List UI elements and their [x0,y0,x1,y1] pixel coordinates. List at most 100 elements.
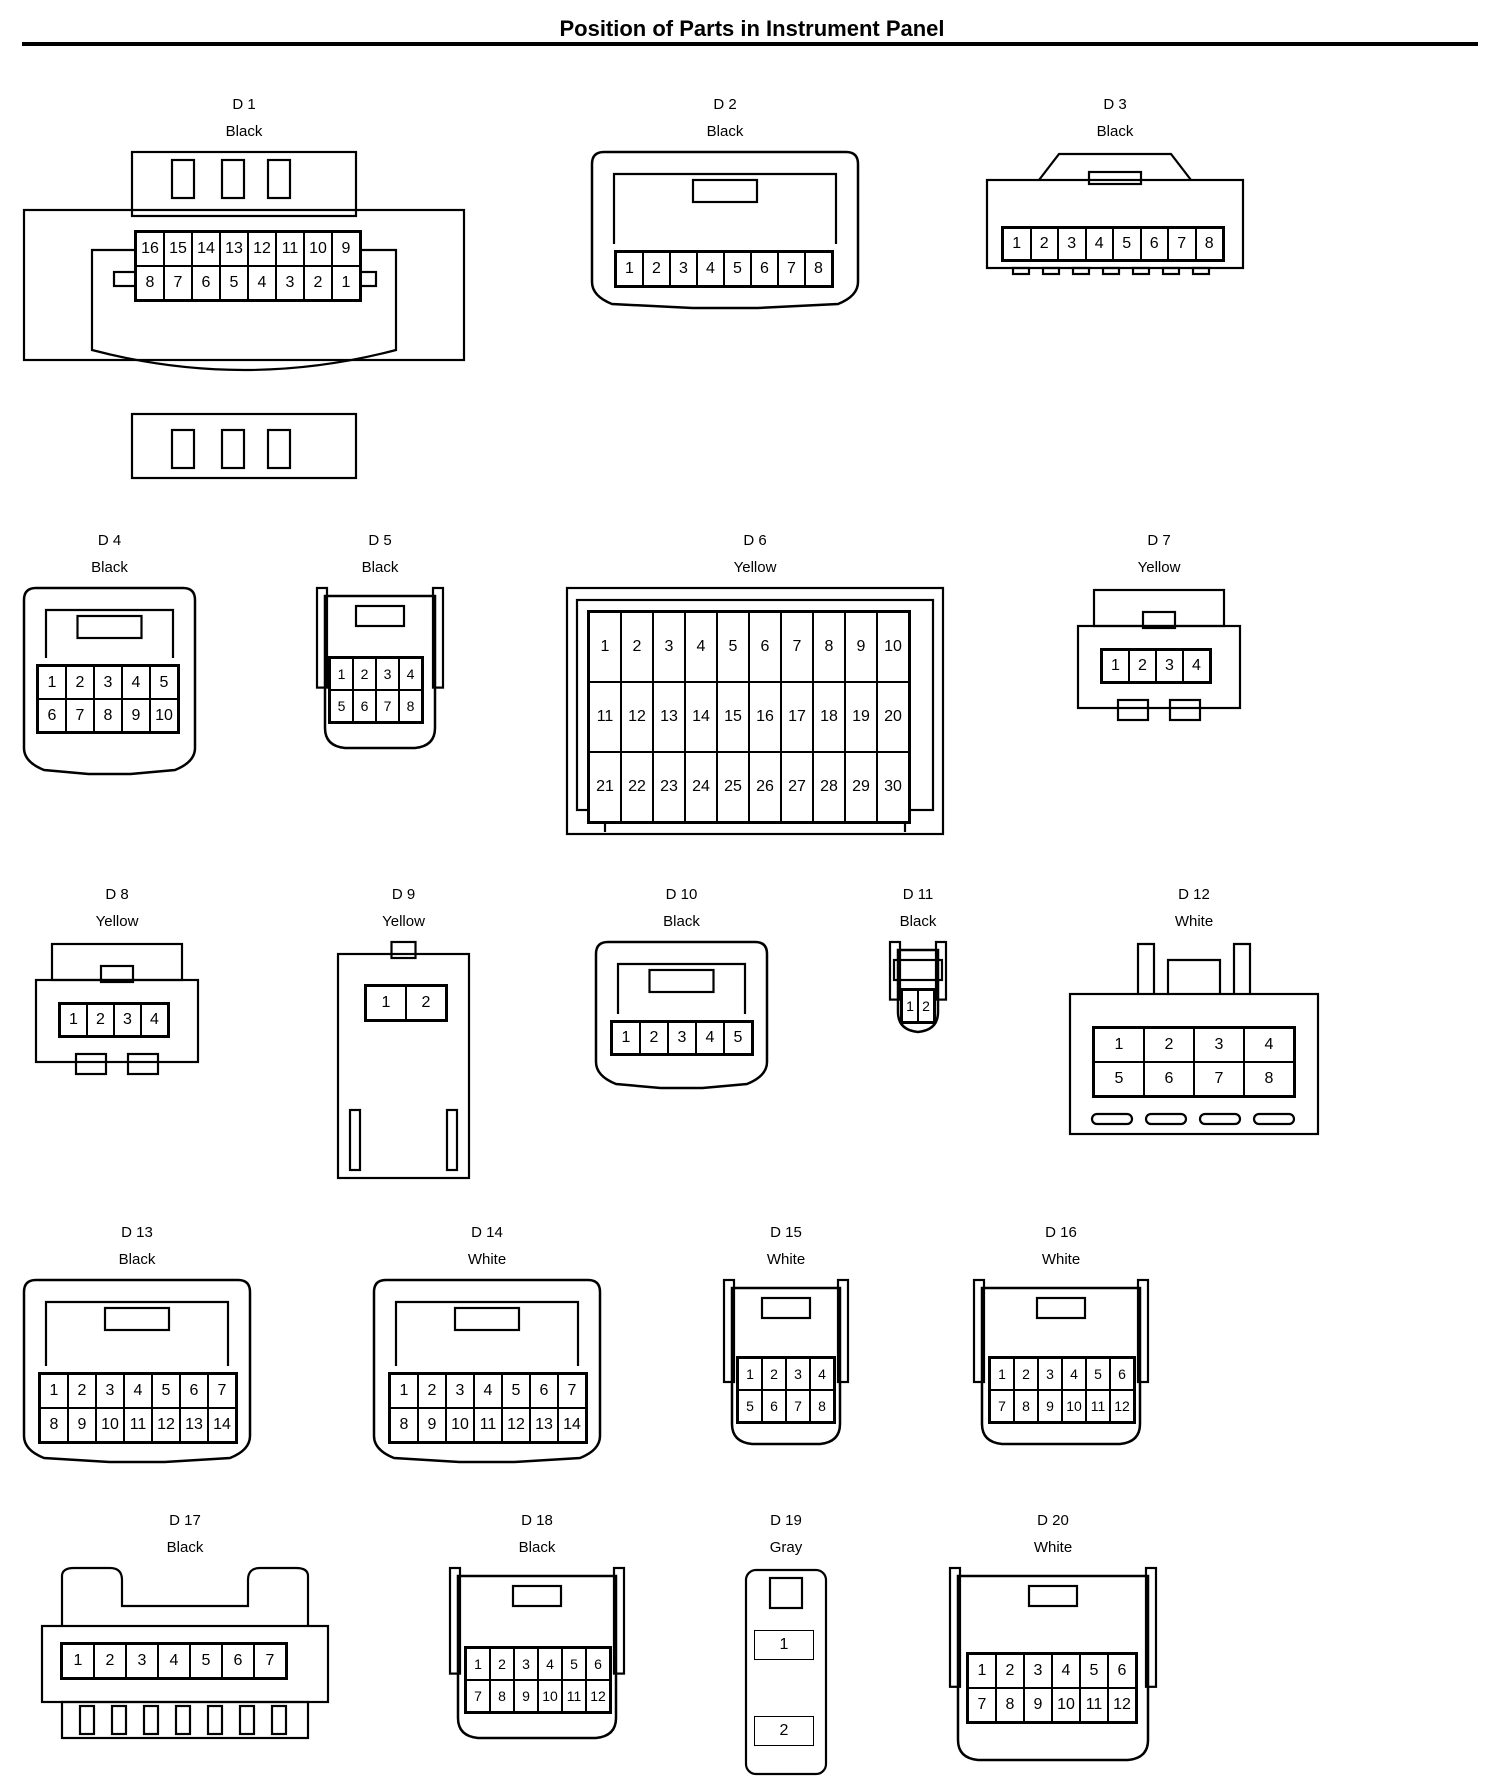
pin-cell: 4 [1244,1028,1294,1062]
pin-cell: 5 [502,1374,530,1408]
pin-cell: 12 [152,1408,180,1442]
pin-cell: 5 [1080,1654,1108,1688]
connector-color: Black [518,1539,556,1556]
connector-color: White [467,1251,507,1268]
pin-cell: 2 [304,266,332,300]
pin-cell: 7 [66,699,94,732]
pin-cell: 3 [376,658,399,690]
page-title: Position of Parts in Instrument Panel [559,16,945,41]
pin-cell: 9 [418,1408,446,1442]
connector-color: Black [899,913,937,930]
connector-color: White [766,1251,806,1268]
pin-cell: 7 [558,1374,586,1408]
pin-cell: 1 [366,986,406,1020]
connector-body-outline [22,586,197,776]
pin-cell: 5 [717,612,749,682]
pin-cell: 17 [781,682,813,752]
pin-cell: 16 [749,682,781,752]
connector-color: White [1041,1251,1081,1268]
pin-cell: 1 [60,1004,87,1036]
pin-cell: 11 [124,1408,152,1442]
pin-cell: 3 [670,252,697,286]
pin-cell: 8 [1244,1062,1294,1096]
connector-body-outline [315,586,445,750]
pin-cell: 4 [122,666,150,699]
pin-cell: 9 [332,232,360,266]
pin-cell: 29 [845,752,877,822]
pin-cell: 12 [502,1408,530,1442]
pin-cell: 8 [390,1408,418,1442]
pin-cell: 5 [220,266,248,300]
connector-id: D 3 [1103,96,1127,113]
pin-cell: 5 [1094,1062,1144,1096]
pin-cell: 3 [126,1644,158,1678]
pin-cell: 3 [1058,228,1086,260]
pin-cell: 8 [805,252,832,286]
pin-cell: 7 [208,1374,236,1408]
pin-cell: 11 [1086,1390,1110,1422]
connector-color: Black [118,1251,156,1268]
connector-color: Black [1096,123,1134,140]
pin-cell: 12 [586,1680,610,1712]
pin-cell: 13 [530,1408,558,1442]
pin-cell: 6 [1140,228,1168,260]
pin-cell: 13 [653,682,685,752]
pin-cell: 7 [466,1680,490,1712]
pin-cell: 6 [353,690,376,722]
pin-cell: 1 [330,658,353,690]
connector-id: D 6 [743,532,767,549]
connector-id: D 8 [105,886,129,903]
pin-cell: 28 [813,752,845,822]
pin-cell: 1 [332,266,360,300]
connector-color: White [1033,1539,1073,1556]
pin-cell: 3 [1156,650,1183,682]
connector-body-outline [448,1566,626,1740]
pin-cell: 6 [222,1644,254,1678]
pin-cell: 12 [1108,1688,1136,1722]
pin-cell: 6 [38,699,66,732]
connector-id: D 18 [521,1512,553,1529]
pin-cell: 6 [586,1648,610,1680]
pin-cell: 7 [254,1644,286,1678]
pin-cell: 4 [124,1374,152,1408]
pin-cell: 5 [1113,228,1141,260]
pin-cell: 5 [150,666,178,699]
connector-id: D 1 [232,96,256,113]
pin-cell: 4 [399,658,422,690]
pin-cell: 8 [490,1680,514,1712]
pin-cell: 3 [668,1022,696,1054]
pin-cell: 8 [996,1688,1024,1722]
pin-cell: 14 [685,682,717,752]
pin-cell: 2 [418,1374,446,1408]
pin-cell: 3 [94,666,122,699]
pin-cell: 24 [685,752,717,822]
pin-cell: 4 [538,1648,562,1680]
connector-body-outline [40,1566,330,1740]
connector-color: Black [166,1539,204,1556]
pin-cell: 18 [813,682,845,752]
pin-cell: 9 [1024,1688,1052,1722]
connector-body-outline [590,150,860,310]
pin-cell: 5 [724,252,751,286]
pin-cell: 1 [616,252,643,286]
pin-cell: 6 [1144,1062,1194,1096]
pin-cell: 8 [94,699,122,732]
